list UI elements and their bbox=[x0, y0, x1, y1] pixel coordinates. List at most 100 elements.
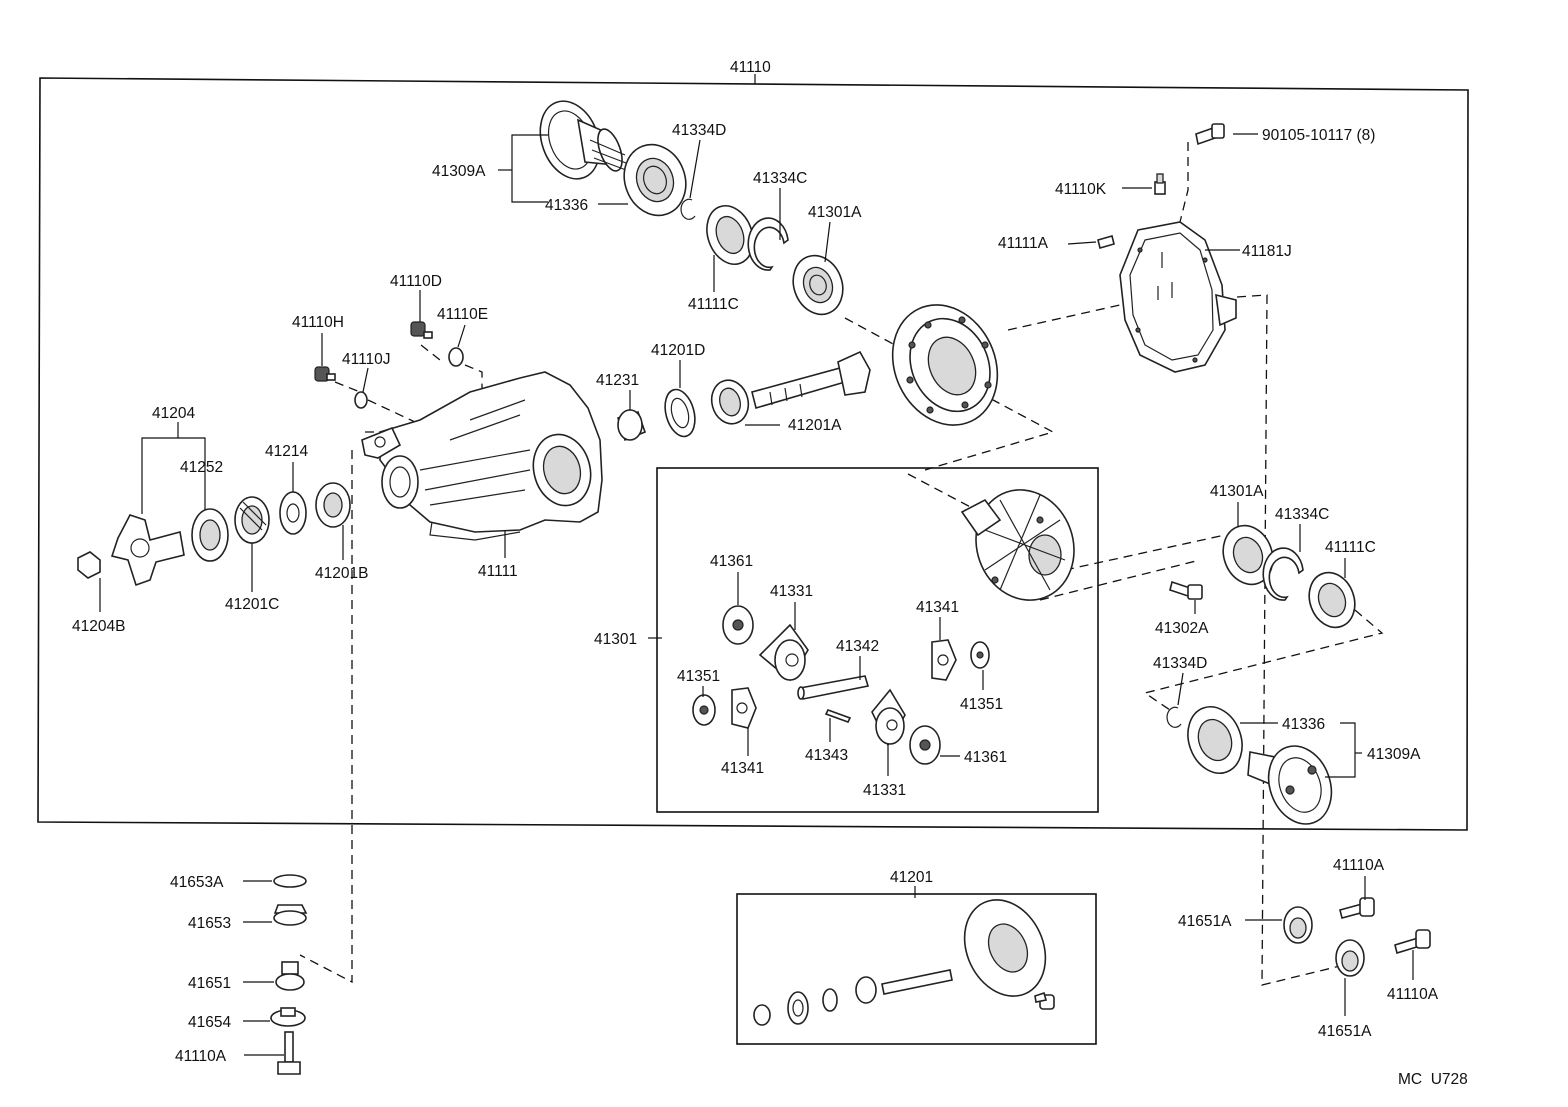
label-41334C-top: 41334C bbox=[753, 170, 807, 187]
label-41110K: 41110K bbox=[1055, 181, 1107, 198]
assembly-frame-41110 bbox=[37, 77, 1469, 831]
label-41110A-right-2: 41110A bbox=[1387, 986, 1439, 1003]
label-41651A-1: 41651A bbox=[1178, 913, 1232, 930]
ring-gear bbox=[891, 304, 999, 426]
label-41201: 41201 bbox=[890, 869, 933, 886]
label-41201D: 41201D bbox=[651, 342, 705, 359]
label-41252: 41252 bbox=[180, 459, 223, 476]
stopper-41654 bbox=[270, 1007, 306, 1027]
part-labels: 41110 41309A 41336 41334D 41334C 41301A … bbox=[72, 59, 1468, 1088]
pinion-gear-41331-a bbox=[758, 623, 809, 682]
leader-lines bbox=[99, 133, 1414, 1056]
label-41181J: 41181J bbox=[1242, 243, 1292, 260]
label-41651A-2: 41651A bbox=[1318, 1023, 1372, 1040]
gasket-41110E bbox=[448, 347, 464, 367]
bolt-41110A-right-2 bbox=[1394, 929, 1431, 955]
label-41301A-right: 41301A bbox=[1210, 483, 1264, 500]
label-41336-right: 41336 bbox=[1282, 716, 1325, 733]
cushion-41651A-2 bbox=[1335, 939, 1365, 977]
diagram-code: MC U728 bbox=[1398, 1071, 1468, 1088]
label-41110A-right-1: 41110A bbox=[1333, 857, 1385, 874]
spacer-41201D bbox=[664, 388, 696, 438]
snap-ring-41334D-top bbox=[680, 198, 696, 220]
thrust-washer-41351-a bbox=[970, 641, 990, 669]
label-41653: 41653 bbox=[188, 915, 231, 932]
cushion-41651 bbox=[275, 961, 305, 991]
side-gear-41341-b bbox=[731, 687, 757, 729]
washer-41214 bbox=[279, 491, 307, 535]
breather-plug-41110K bbox=[1154, 173, 1166, 195]
thrust-washer-41351-b bbox=[692, 694, 716, 726]
label-41342: 41342 bbox=[836, 638, 879, 655]
oil-seal-41336-top bbox=[623, 143, 687, 217]
label-90105-10117: 90105-10117 (8) bbox=[1262, 127, 1375, 144]
label-41301: 41301 bbox=[594, 631, 637, 648]
label-41651: 41651 bbox=[188, 975, 231, 992]
label-41201A: 41201A bbox=[788, 417, 842, 434]
label-41343: 41343 bbox=[805, 747, 848, 764]
label-41111A: 41111A bbox=[998, 235, 1049, 252]
subassembly-frame-41201 bbox=[736, 893, 1097, 1045]
label-41201B: 41201B bbox=[315, 565, 368, 582]
label-41110E: 41110E bbox=[437, 306, 488, 323]
collar-41231 bbox=[616, 409, 647, 442]
gasket-41110J bbox=[354, 391, 368, 409]
ring-pinion-set-41201 bbox=[753, 899, 1055, 1026]
pinion-shaft-41342 bbox=[797, 675, 870, 700]
snap-ring-41334D-right bbox=[1166, 706, 1182, 728]
label-41341-a: 41341 bbox=[916, 599, 959, 616]
label-41110A-bottom: 41110A bbox=[175, 1048, 227, 1065]
cushion-41651A-1 bbox=[1283, 906, 1313, 944]
bolt-41302A bbox=[1169, 580, 1203, 600]
differential-cover-41181J bbox=[1119, 221, 1237, 373]
output-shaft-41309A-right bbox=[1247, 745, 1333, 825]
label-41214: 41214 bbox=[265, 443, 308, 460]
label-41204B: 41204B bbox=[72, 618, 125, 635]
bolt-41110A-bottom bbox=[277, 1031, 301, 1075]
label-41331-a: 41331 bbox=[770, 583, 813, 600]
differential-case bbox=[960, 489, 1075, 601]
label-41204: 41204 bbox=[152, 405, 195, 422]
bearing-41301A-right bbox=[1222, 524, 1274, 586]
assembly-guide-lines bbox=[299, 142, 1384, 986]
subassembly-frame-41301 bbox=[656, 467, 1099, 813]
label-41653A: 41653A bbox=[170, 874, 224, 891]
cover-bolt-90105-10117 bbox=[1195, 123, 1225, 146]
bearing-41111C-top bbox=[706, 205, 754, 265]
label-41351-a: 41351 bbox=[960, 696, 1003, 713]
label-41334D-right: 41334D bbox=[1153, 655, 1207, 672]
label-41334C-right: 41334C bbox=[1275, 506, 1329, 523]
drain-plug-41110D bbox=[410, 321, 433, 339]
bolt-41110A-right-1 bbox=[1339, 897, 1375, 919]
cushion-41653 bbox=[273, 904, 308, 926]
label-41111C-right: 41111C bbox=[1325, 539, 1376, 556]
label-41336-top: 41336 bbox=[545, 197, 588, 214]
pinion-washer-41361-b bbox=[909, 725, 941, 765]
label-41110H: 41110H bbox=[292, 314, 344, 331]
bearing-41111C-right bbox=[1308, 571, 1356, 629]
pinion-washer-41361-a bbox=[722, 605, 754, 645]
side-gear-41341-a bbox=[931, 639, 957, 681]
label-41110: 41110 bbox=[730, 59, 771, 76]
label-41309A-right: 41309A bbox=[1367, 746, 1421, 763]
oil-seal-41252 bbox=[191, 508, 229, 562]
stud-41111A bbox=[1097, 235, 1115, 249]
label-41341-b: 41341 bbox=[721, 760, 764, 777]
label-41361-a: 41361 bbox=[710, 553, 753, 570]
label-41302A: 41302A bbox=[1155, 620, 1209, 637]
label-41231: 41231 bbox=[596, 372, 639, 389]
pin-41343 bbox=[824, 709, 852, 723]
label-41331-b: 41331 bbox=[863, 782, 906, 799]
label-41309A-top: 41309A bbox=[432, 163, 486, 180]
label-41110J: 41110J bbox=[342, 351, 391, 368]
filler-plug-41110H bbox=[314, 366, 336, 382]
label-41361-b: 41361 bbox=[964, 749, 1007, 766]
label-41111C-top: 41111C bbox=[688, 296, 739, 313]
nut-41204B bbox=[77, 551, 101, 579]
snap-ring-41334C-right bbox=[1262, 547, 1304, 601]
companion-flange-41204 bbox=[110, 514, 185, 587]
bearing-41201B bbox=[315, 482, 351, 528]
label-41334D-top: 41334D bbox=[672, 122, 726, 139]
